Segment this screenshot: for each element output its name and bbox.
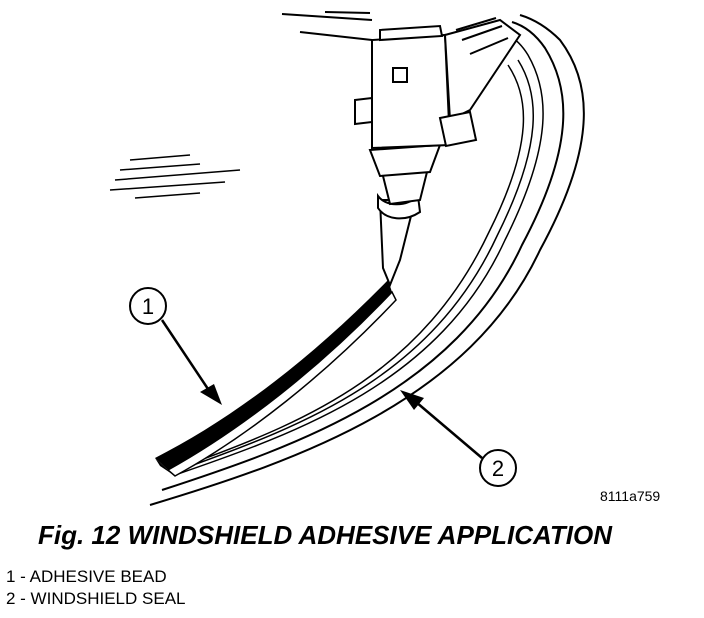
callout-2-number: 2 — [492, 456, 504, 481]
figure-caption: Fig. 12 WINDSHIELD ADHESIVE APPLICATION — [38, 520, 612, 550]
windshield-glass-edge — [149, 14, 585, 506]
adhesive-gun-body — [354, 17, 522, 150]
figure-code: 8111a759 — [600, 488, 661, 504]
legend-item-windshield-seal: 2 - WINDSHIELD SEAL — [6, 589, 186, 608]
adhesive-gun-nozzle — [368, 143, 442, 288]
callout-1: 1 — [129, 287, 222, 405]
windshield-seal — [174, 31, 544, 476]
vehicle-body-lines — [281, 11, 373, 41]
callout-1-number: 1 — [142, 294, 154, 319]
callout-2: 2 — [400, 390, 517, 487]
legend: 1 - ADHESIVE BEAD 2 - WINDSHIELD SEAL — [6, 566, 186, 610]
legend-item-adhesive-bead: 1 - ADHESIVE BEAD — [6, 567, 167, 586]
motion-lines — [109, 154, 241, 199]
adhesive-bead — [155, 280, 397, 477]
